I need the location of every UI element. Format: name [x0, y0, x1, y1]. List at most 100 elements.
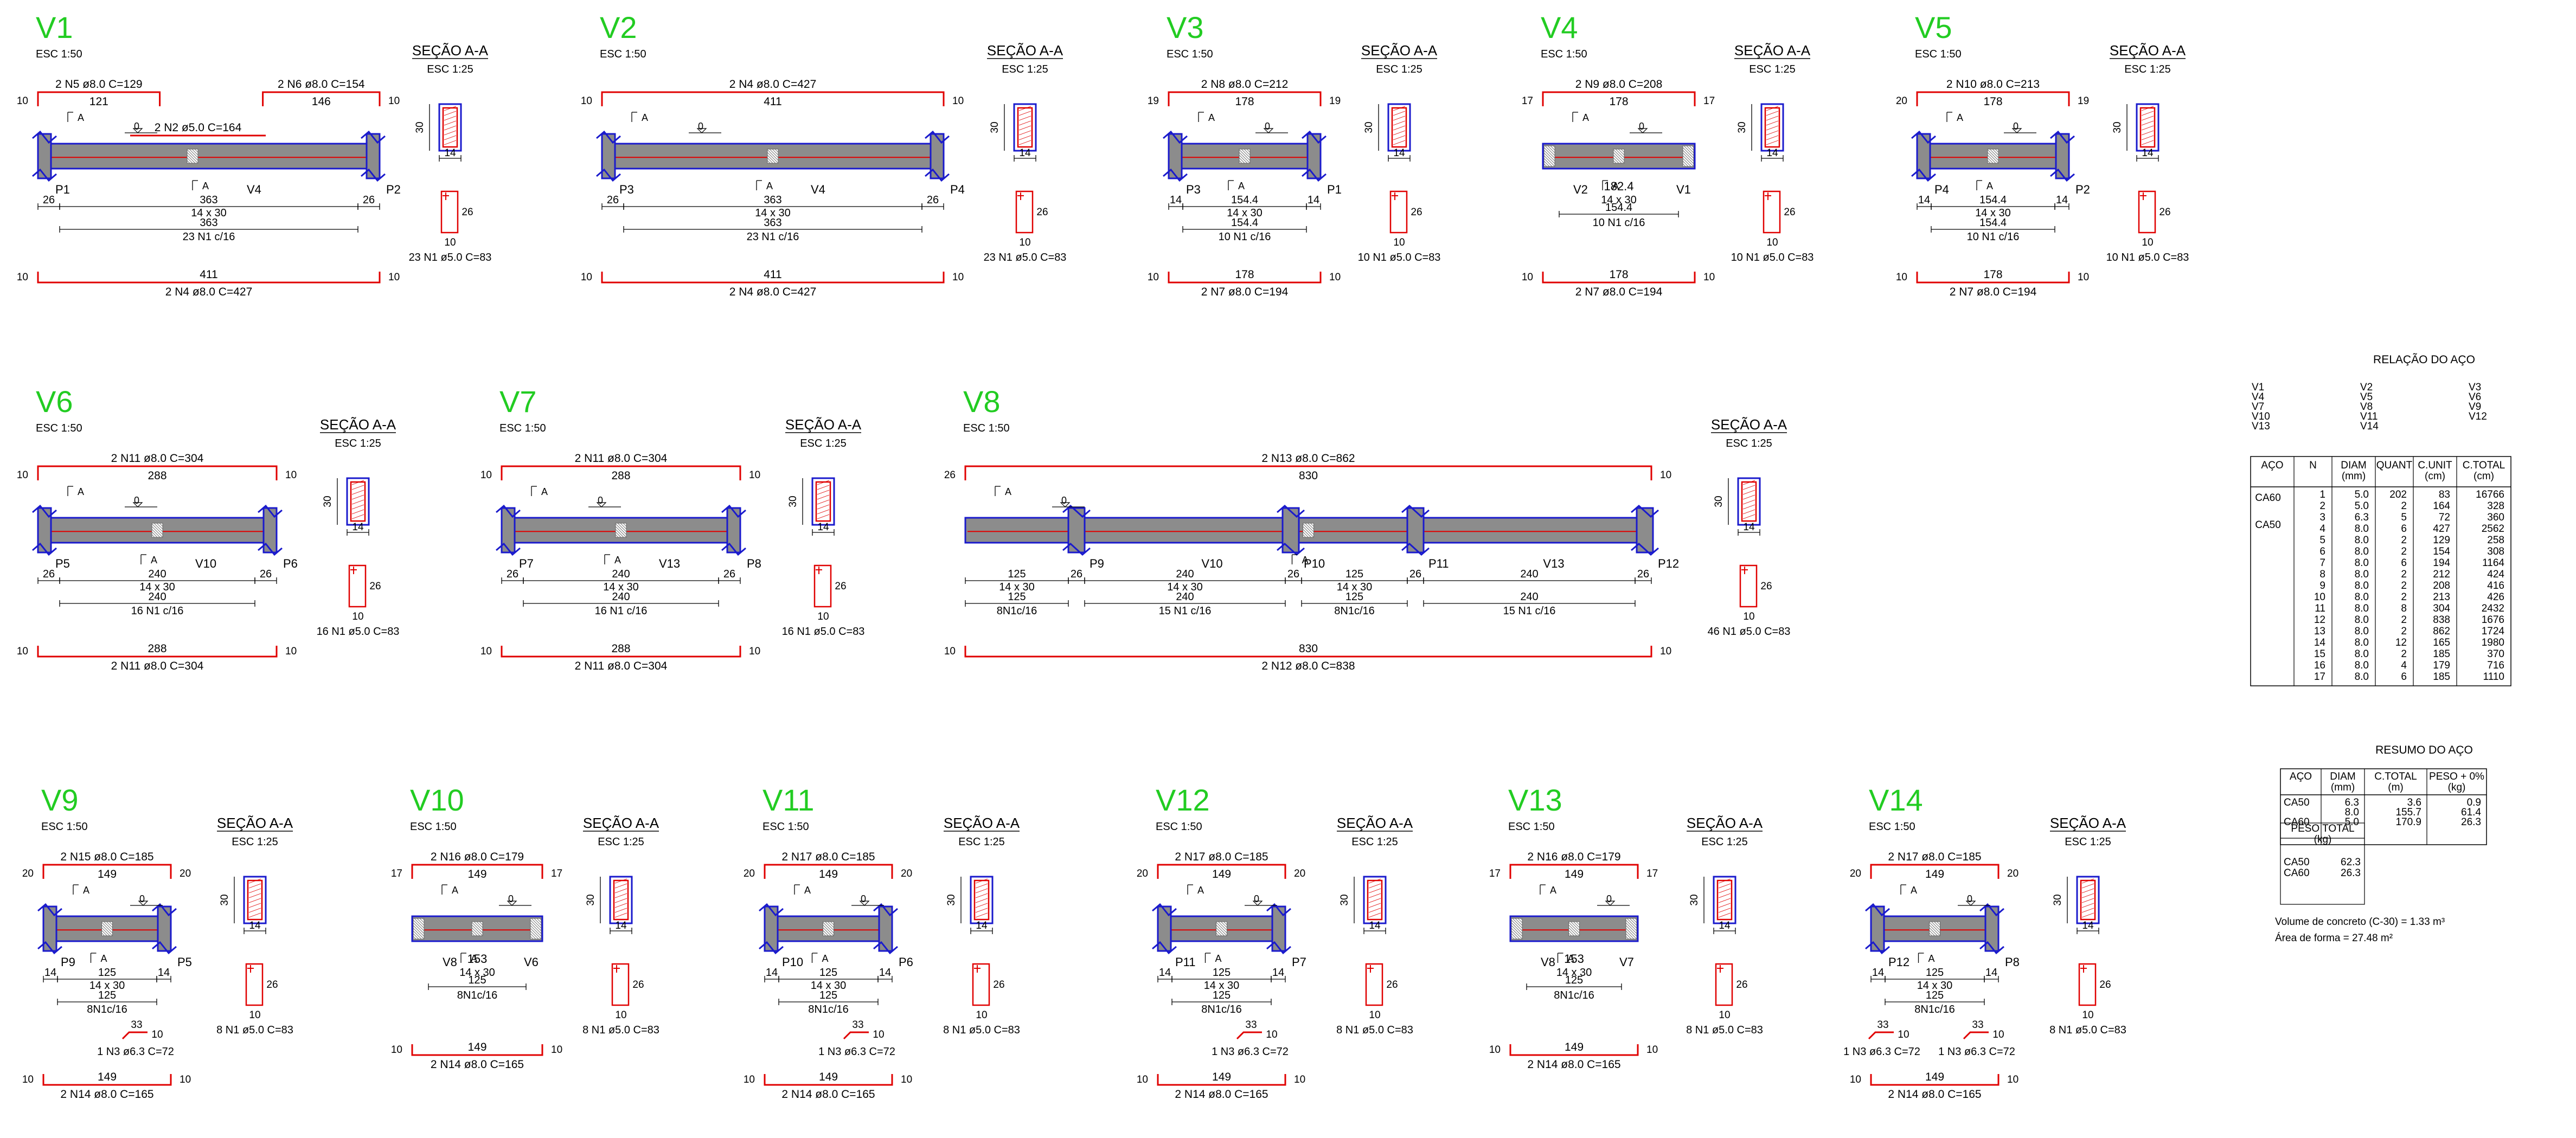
support-column-left [37, 903, 62, 955]
level-value: 0 [861, 893, 866, 904]
level-value: 0 [508, 893, 514, 904]
column-body [764, 905, 779, 952]
bottom-bar-spec: 2 N7 ø8.0 C=194 [1950, 286, 2037, 298]
support-label: P12 [1658, 557, 1679, 570]
hatch-line [1573, 921, 1580, 928]
cut-label: A [1238, 181, 1245, 191]
section-hatch [2081, 903, 2094, 908]
n3-hook: 10 [1266, 1029, 1277, 1040]
column-body [1916, 133, 1931, 179]
stirrup-width: 10 [1369, 1010, 1380, 1021]
support-label-right: P8 [2005, 955, 2020, 969]
section-dim: 14 x 30 [1337, 581, 1373, 593]
break-symbol [1152, 903, 1177, 917]
hatch-line [1303, 531, 1309, 538]
n3-spec: 1 N3 ø6.3 C=72 [1843, 1046, 1920, 1058]
hatch-line [1520, 918, 1523, 921]
relation-cell: 8.0 [2355, 660, 2369, 671]
support-column-left [32, 130, 57, 182]
cut-label: A [100, 953, 107, 964]
section-hatch [1742, 514, 1755, 519]
section-hatch [1368, 898, 1381, 903]
section-hatch [1718, 912, 1731, 918]
segment-dim: 26 [607, 194, 619, 206]
bottom-hook-right: 10 [1703, 272, 1715, 283]
segment-dim: 26 [1637, 568, 1649, 580]
relation-cell: 8.0 [2355, 546, 2369, 557]
segment-dim: 26 [1409, 568, 1421, 580]
stirrup-spec: 23 N1 ø5.0 C=83 [984, 252, 1067, 263]
section-height: 30 [989, 121, 1001, 133]
column-body [1870, 905, 1885, 952]
section-width: 14 [2082, 920, 2094, 931]
beam-scale: ESC 1:50 [1156, 821, 1202, 833]
hatch-line [1682, 150, 1694, 162]
section-stirrup [442, 107, 458, 148]
section-scale: ESC 1:25 [232, 836, 278, 848]
break-symbol [1266, 941, 1291, 955]
relation-beam-item: V1 [2252, 382, 2264, 393]
hatch-line [825, 921, 834, 931]
section-hatch [614, 878, 627, 884]
section-hatch [1393, 140, 1406, 145]
relation-header: (mm) [2342, 471, 2366, 482]
hatch-line [1682, 158, 1691, 167]
bottom-hook-right: 10 [1294, 1074, 1305, 1085]
relation-cell: 13 [2314, 626, 2325, 637]
support-column-left [759, 903, 784, 955]
support-column-left [596, 130, 621, 182]
crossing-beam-label: V4 [247, 183, 261, 196]
section-hatch [351, 485, 364, 490]
clear-span: 154.4 [1231, 217, 1258, 229]
section-width: 14 [2142, 147, 2154, 159]
hatch-line [1545, 145, 1555, 156]
level-value: 0 [2013, 121, 2018, 132]
stirrup-width: 10 [1393, 237, 1405, 248]
stirrup-distribution: 8N1c/16 [997, 605, 1037, 617]
bottom-rebar [1168, 272, 1322, 284]
stirrup-shape [2078, 963, 2097, 1006]
level-triangle [1637, 128, 1648, 133]
top-bar-length: 149 [98, 868, 117, 880]
section-height: 30 [787, 496, 799, 507]
break-symbol [1865, 941, 1890, 955]
hatch-line [1249, 149, 1251, 150]
support-column-right [1979, 903, 2004, 955]
section-dim: 14 x 30 [459, 967, 495, 979]
section-hatch [2141, 111, 2154, 116]
break-symbol [1865, 903, 1890, 917]
section-dim: 14 x 30 [755, 207, 791, 219]
beam-scale: ESC 1:50 [410, 821, 457, 833]
support-label-right: P6 [283, 557, 298, 570]
section-hatch [1393, 135, 1406, 140]
bottom-rebar [1157, 1074, 1286, 1086]
n3-length: 33 [852, 1019, 863, 1031]
relation-cell: 11 [2315, 603, 2325, 614]
top-bar-length: 288 [611, 470, 630, 482]
section-width: 14 [1393, 147, 1405, 159]
support-column-right [258, 504, 283, 556]
hatch-line [767, 160, 771, 164]
bottom-rebar [964, 646, 1652, 658]
summary-cell: 26.3 [2461, 816, 2481, 828]
relation-cell: 2 [2401, 626, 2407, 637]
section-hatch [1742, 509, 1755, 515]
stirrup-shape [1739, 564, 1758, 608]
bottom-bar-spec: 2 N14 ø8.0 C=165 [1175, 1088, 1268, 1101]
section-hatch [1742, 504, 1755, 510]
relation-cell: 7 [2319, 557, 2325, 569]
support-label-right: P6 [899, 955, 913, 969]
hatch-line [1543, 152, 1555, 164]
relation-cell: 8.0 [2355, 557, 2369, 569]
section-hatch [351, 504, 364, 510]
n3-spec: 1 N3 ø6.3 C=72 [818, 1046, 895, 1058]
cut-label: A [1911, 885, 1917, 896]
beam-title: V3 [1167, 10, 1204, 44]
section-hatch [817, 499, 830, 505]
relation-cell: 8.0 [2355, 580, 2369, 591]
hatch-line [1682, 160, 1689, 167]
section-hatch [444, 135, 457, 140]
summary-cell: CA50 [2284, 797, 2310, 808]
section-hatch [2081, 893, 2094, 898]
